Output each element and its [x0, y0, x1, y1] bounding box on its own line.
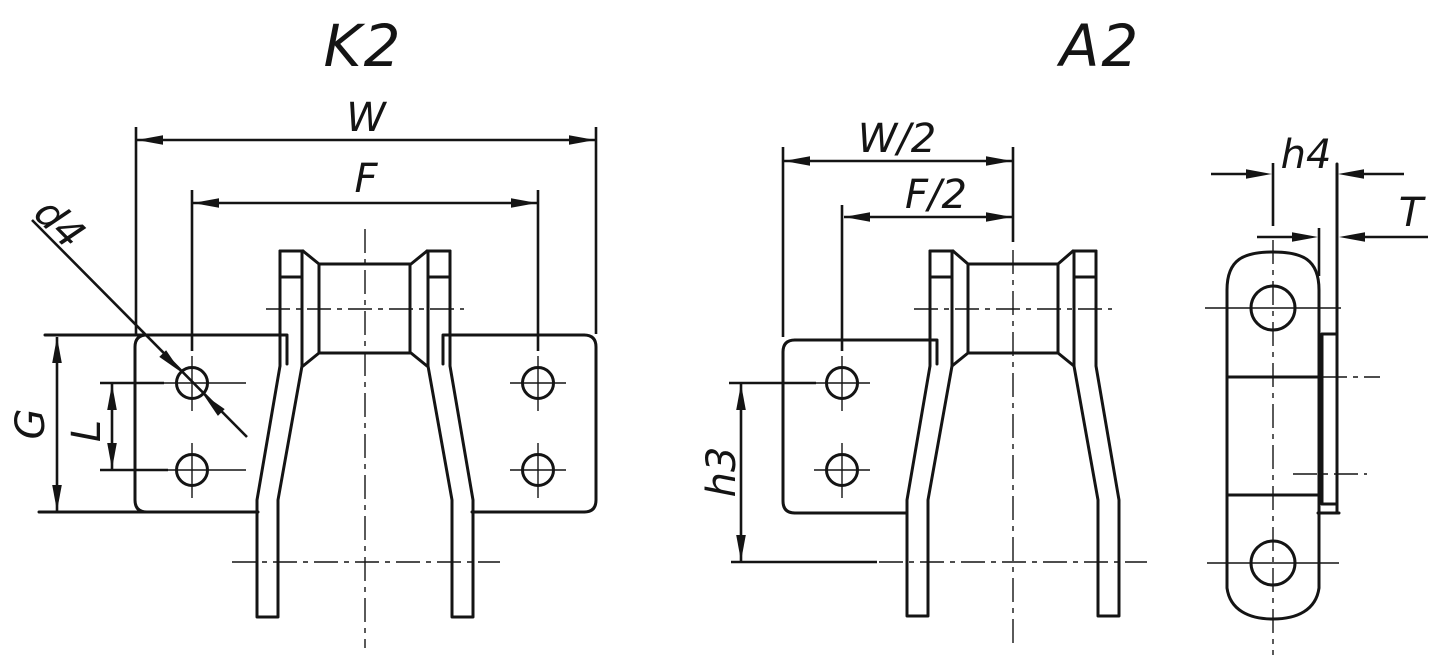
- dim-label-f2: F/2: [905, 172, 967, 218]
- k2-link-body: [255, 249, 475, 619]
- k2-barrel-chamfer-br: [409, 351, 429, 368]
- arrowhead: [159, 350, 181, 372]
- hole-crosshair: [816, 356, 870, 411]
- a2-view: A2: [699, 12, 1147, 646]
- a2-link-body: [905, 249, 1121, 618]
- k2-attachment-plate-left: [37, 333, 289, 514]
- a2-centerlines: [879, 250, 1147, 646]
- arrowhead: [107, 443, 117, 469]
- arrowhead: [107, 384, 117, 410]
- k2-dimension-f: F: [190, 156, 540, 351]
- a2-dimension-w2: W/2: [781, 116, 1015, 337]
- a2-barrel-chamfer-tl: [951, 249, 970, 266]
- side-dimension-h4: h4: [1211, 132, 1404, 226]
- side-centerlines: [1272, 240, 1380, 655]
- a2-title: A2: [1056, 12, 1141, 80]
- side-attachment-tab: [1316, 162, 1341, 515]
- arrowhead: [203, 394, 225, 416]
- dim-label-d4: d4: [25, 190, 93, 258]
- k2-plate-left-edge: [133, 333, 149, 514]
- side-dimension-t: T: [1257, 190, 1428, 276]
- arrowhead: [736, 384, 746, 410]
- k2-left-sidebar-and-leg: [255, 249, 304, 619]
- hole-crosshair: [168, 443, 246, 498]
- a2-bolt-holes: [814, 356, 870, 498]
- k2-plate-right-edge: [582, 333, 598, 514]
- arrowhead: [193, 198, 219, 208]
- hole-crosshair: [164, 356, 246, 411]
- a2-barrel-chamfer-bl: [950, 351, 970, 368]
- arrowhead: [736, 535, 746, 561]
- k2-dimension-g: G: [8, 337, 62, 511]
- dim-label-g: G: [8, 409, 54, 440]
- arrowhead: [1292, 232, 1318, 242]
- dim-label-l: L: [64, 420, 110, 442]
- arrowhead: [1338, 169, 1364, 179]
- a2-attachment-plate: [781, 338, 939, 515]
- k2-attachment-plate-right: [441, 333, 598, 514]
- dim-label-h4: h4: [1281, 132, 1332, 178]
- hole-crosshair: [814, 443, 870, 498]
- dim-label-w2: W/2: [858, 116, 936, 162]
- dim-label-w: W: [346, 95, 387, 141]
- side-link-plate-outline: [1225, 250, 1321, 621]
- k2-barrel-chamfer-tr: [409, 249, 429, 266]
- k2-view: K2: [8, 12, 598, 648]
- k2-barrel-chamfer-tl: [301, 249, 321, 266]
- k2-bolt-holes: [164, 356, 566, 498]
- arrowhead: [511, 198, 537, 208]
- k2-centerlines: [232, 229, 500, 648]
- k2-title: K2: [324, 12, 403, 80]
- a2-left-sidebar-and-leg: [905, 249, 954, 618]
- a2-dimension-h3: h3: [699, 381, 877, 564]
- arrowhead: [137, 135, 163, 145]
- k2-dimension-l: L: [64, 381, 168, 472]
- dim-label-h3: h3: [699, 447, 745, 498]
- dim-label-t: T: [1399, 190, 1427, 236]
- a2-right-sidebar-and-leg: [1072, 249, 1121, 618]
- arrowhead: [569, 135, 595, 145]
- a2-barrel-chamfer-tr: [1056, 249, 1075, 266]
- hole-crosshair: [510, 356, 566, 411]
- a2-barrel-chamfer-br: [1056, 351, 1076, 368]
- arrowhead: [1339, 232, 1365, 242]
- arrowhead: [986, 212, 1012, 222]
- dim-label-f: F: [354, 156, 378, 202]
- k2-right-sidebar-and-leg: [426, 249, 475, 619]
- k2-dimension-w: W: [134, 95, 598, 334]
- arrowhead: [52, 337, 62, 363]
- arrowhead: [844, 212, 870, 222]
- k2-barrel-chamfer-bl: [301, 351, 321, 368]
- side-view: h4 T: [1205, 132, 1428, 655]
- arrowhead: [986, 156, 1012, 166]
- hole-crosshair: [510, 443, 566, 498]
- arrowhead: [52, 485, 62, 511]
- a2-plate-left-edge: [781, 338, 797, 515]
- a2-dimension-f2: F/2: [840, 172, 1012, 351]
- arrowhead: [1246, 169, 1272, 179]
- arrowhead: [784, 156, 810, 166]
